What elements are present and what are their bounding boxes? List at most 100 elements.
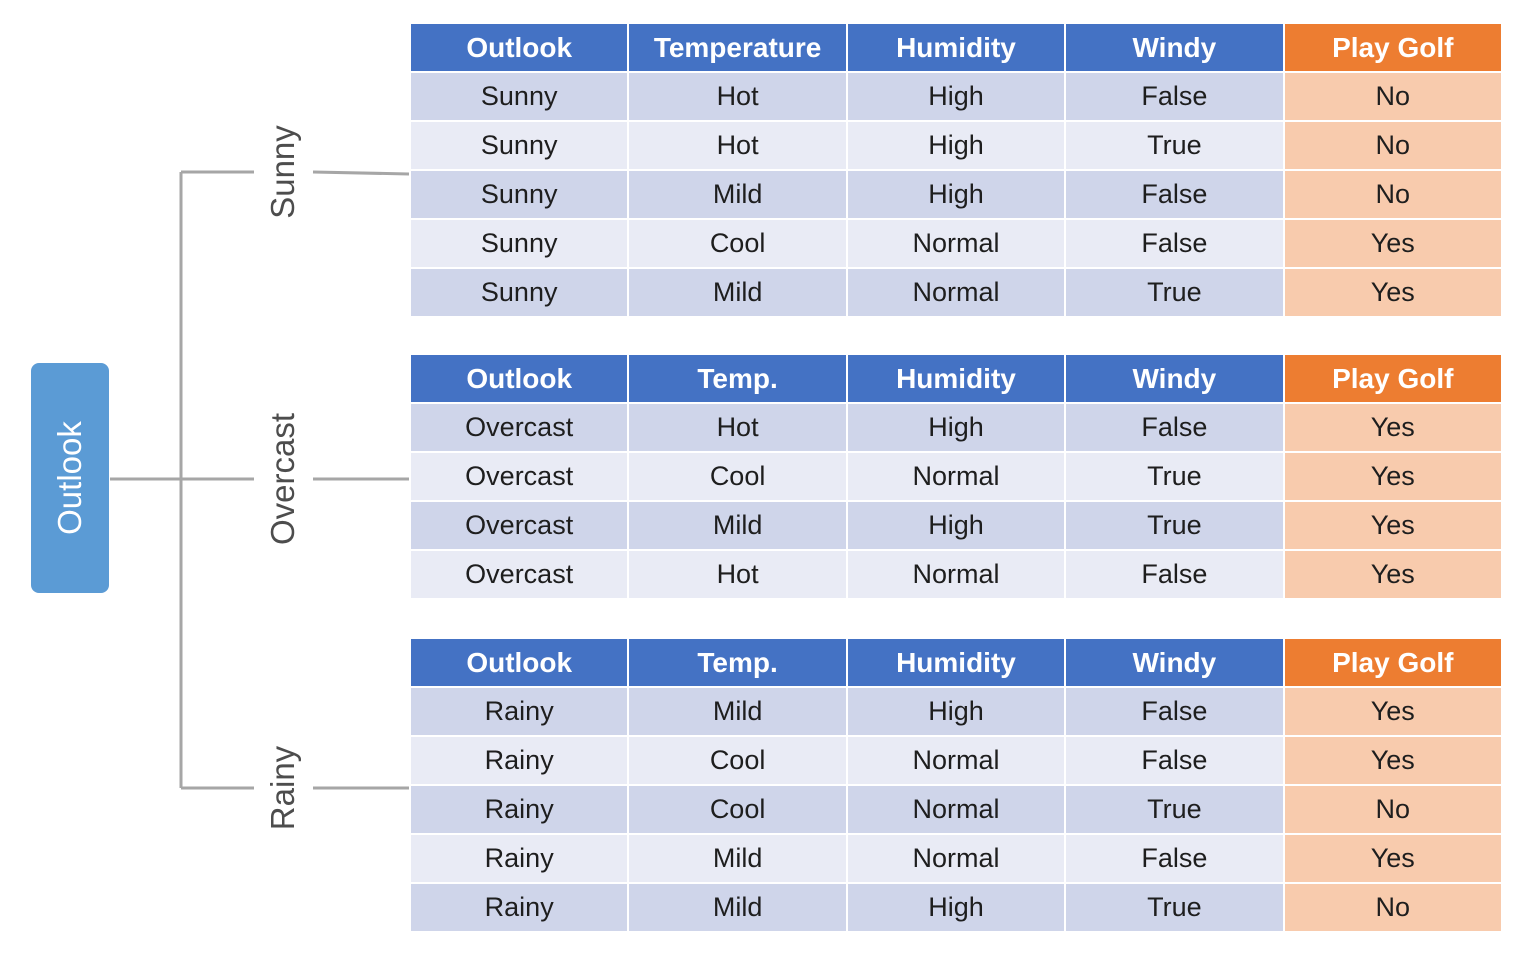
- table-cell: No: [1282, 169, 1504, 220]
- table-cell: Yes: [1282, 500, 1504, 551]
- table-cell: Yes: [1282, 267, 1504, 318]
- table-cell: Sunny: [408, 218, 630, 269]
- column-header: Windy: [1064, 637, 1285, 688]
- column-header: Play Golf: [1282, 22, 1504, 73]
- table-cell: Hot: [627, 402, 848, 453]
- table-cell: Normal: [845, 784, 1067, 835]
- table-cell: Mild: [627, 686, 848, 737]
- column-header: Play Golf: [1282, 353, 1504, 404]
- branch-to-table-sunny: [312, 170, 410, 176]
- table-cell: Hot: [627, 120, 848, 171]
- table-cell: Overcast: [408, 451, 630, 502]
- root-node-outlook: Outlook: [31, 363, 109, 593]
- table-cell: Normal: [845, 451, 1067, 502]
- column-header: Temperature: [627, 22, 848, 73]
- table-cell: Yes: [1282, 735, 1504, 786]
- column-header: Temp.: [627, 353, 848, 404]
- table-cell: Cool: [627, 735, 848, 786]
- branch-label-rainy: Rainy: [264, 745, 301, 831]
- table-cell: True: [1064, 882, 1285, 933]
- table-cell: False: [1064, 218, 1285, 269]
- table-cell: No: [1282, 71, 1504, 122]
- table-cell: Sunny: [408, 169, 630, 220]
- table-cell: True: [1064, 784, 1285, 835]
- table-cell: False: [1064, 735, 1285, 786]
- table-cell: True: [1064, 451, 1285, 502]
- table-cell: Mild: [627, 833, 848, 884]
- table-cell: Yes: [1282, 686, 1504, 737]
- table-cell: Overcast: [408, 402, 630, 453]
- table-cell: Mild: [627, 882, 848, 933]
- table-cell: High: [845, 882, 1067, 933]
- table-cell: High: [845, 500, 1067, 551]
- branch-label-overcast: Overcast: [264, 412, 301, 546]
- column-header: Temp.: [627, 637, 848, 688]
- table-cell: Yes: [1282, 402, 1504, 453]
- table-cell: Rainy: [408, 882, 630, 933]
- table-cell: No: [1282, 882, 1504, 933]
- table-cell: No: [1282, 784, 1504, 835]
- table-cell: High: [845, 120, 1067, 171]
- table-cell: High: [845, 169, 1067, 220]
- table-cell: Yes: [1282, 549, 1504, 600]
- table-cell: False: [1064, 549, 1285, 600]
- column-header: Outlook: [408, 22, 630, 73]
- column-header: Outlook: [408, 637, 630, 688]
- column-header: Humidity: [845, 353, 1067, 404]
- table-cell: Hot: [627, 549, 848, 600]
- table-cell: Cool: [627, 451, 848, 502]
- table-cell: High: [845, 686, 1067, 737]
- table-cell: High: [845, 402, 1067, 453]
- table-cell: Yes: [1282, 218, 1504, 269]
- table-cell: Sunny: [408, 120, 630, 171]
- table-cell: Overcast: [408, 549, 630, 600]
- table-cell: Yes: [1282, 833, 1504, 884]
- table-cell: Sunny: [408, 267, 630, 318]
- column-header: Windy: [1064, 22, 1285, 73]
- column-header: Windy: [1064, 353, 1285, 404]
- table-cell: Yes: [1282, 451, 1504, 502]
- table-cell: Cool: [627, 218, 848, 269]
- table-cell: Hot: [627, 71, 848, 122]
- table-cell: Mild: [627, 169, 848, 220]
- table-cell: Sunny: [408, 71, 630, 122]
- column-header: Play Golf: [1282, 637, 1504, 688]
- table-cell: High: [845, 71, 1067, 122]
- table-cell: Rainy: [408, 686, 630, 737]
- table-cell: True: [1064, 120, 1285, 171]
- table-cell: True: [1064, 267, 1285, 318]
- column-header: Outlook: [408, 353, 630, 404]
- table-cell: Rainy: [408, 784, 630, 835]
- table-cell: Normal: [845, 833, 1067, 884]
- table-cell: Rainy: [408, 735, 630, 786]
- table-cell: Mild: [627, 500, 848, 551]
- table-cell: Normal: [845, 735, 1067, 786]
- table-cell: False: [1064, 71, 1285, 122]
- table-cell: Mild: [627, 267, 848, 318]
- table-cell: Rainy: [408, 833, 630, 884]
- table-cell: Normal: [845, 549, 1067, 600]
- column-header: Humidity: [845, 22, 1067, 73]
- table-cell: No: [1282, 120, 1504, 171]
- table-cell: False: [1064, 686, 1285, 737]
- table-cell: False: [1064, 833, 1285, 884]
- table-cell: Cool: [627, 784, 848, 835]
